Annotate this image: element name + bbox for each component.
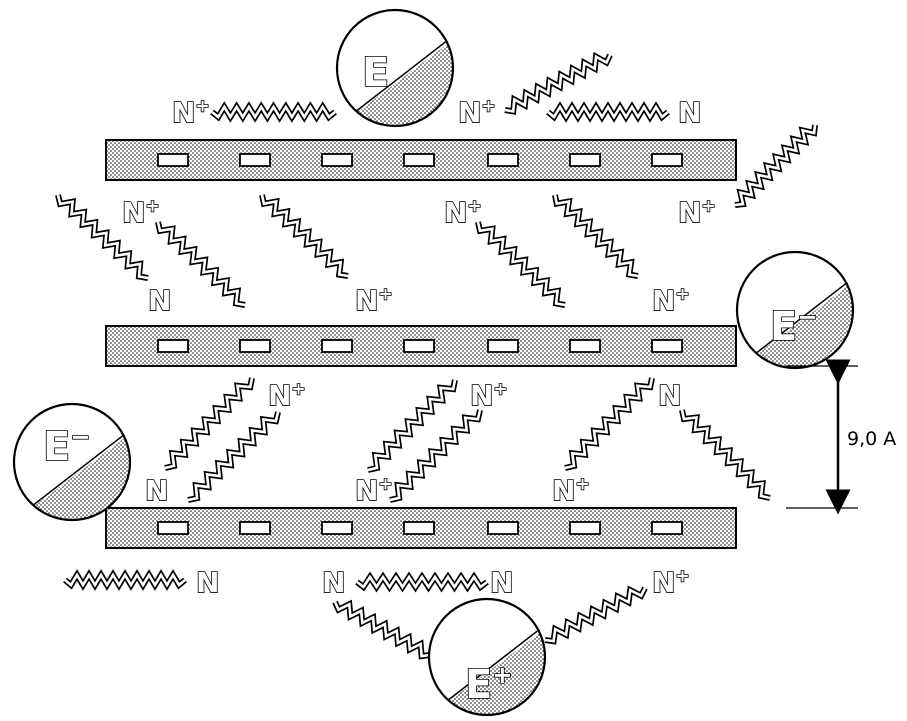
ammonium-label-n-plus: N+	[652, 565, 690, 599]
basal-spacing-label: 9,0 A	[847, 428, 896, 450]
layer-slot	[652, 154, 682, 166]
amine-label-n: N	[148, 284, 171, 317]
alkyl-chain-core	[682, 410, 770, 498]
layer-slot	[488, 522, 518, 534]
layer-slot	[404, 340, 434, 352]
alkyl-chain-core	[565, 378, 652, 468]
ammonium-label-n-plus: N+	[458, 95, 496, 129]
layer-slot	[488, 154, 518, 166]
amine-label-n: N	[490, 566, 513, 599]
layer-slot	[570, 340, 600, 352]
layer-slot	[322, 522, 352, 534]
layer-slot	[652, 522, 682, 534]
ammonium-label-n-plus: N+	[172, 95, 210, 129]
layer-slot	[488, 340, 518, 352]
amine-label-n: N	[658, 379, 681, 412]
layer-slot	[404, 154, 434, 166]
layer-slot	[158, 340, 188, 352]
ammonium-label-n-plus: N+	[652, 283, 690, 317]
ammonium-label-n-plus: N+	[355, 473, 393, 507]
layer-slot	[322, 340, 352, 352]
ammonium-label-n-plus: N+	[678, 195, 716, 229]
layer-slot	[240, 154, 270, 166]
amine-label-n: N	[678, 96, 701, 129]
ammonium-label-n-plus: N+	[268, 378, 306, 412]
layer-slot	[652, 340, 682, 352]
layer-slot	[570, 522, 600, 534]
ammonium-label-n-plus: N+	[122, 195, 160, 229]
layer-slot	[404, 522, 434, 534]
ion-label-e: E	[362, 50, 389, 96]
ammonium-label-n-plus: N+	[552, 473, 590, 507]
amine-label-n: N	[145, 474, 168, 507]
layer-slot	[570, 154, 600, 166]
layer-slot	[158, 154, 188, 166]
alkyl-chain-core	[390, 410, 480, 500]
exchange-ion-e-top	[332, 10, 458, 131]
layer-slot	[158, 522, 188, 534]
ammonium-label-n-plus: N+	[355, 283, 393, 317]
layer-slot	[240, 340, 270, 352]
ammonium-label-n-plus: N+	[470, 378, 508, 412]
amine-label-n: N	[322, 566, 345, 599]
layer-slot	[322, 154, 352, 166]
layer-slot	[240, 522, 270, 534]
alkyl-chain-core	[368, 380, 455, 470]
alkyl-chain-core	[188, 412, 278, 500]
amine-label-n: N	[196, 566, 219, 599]
